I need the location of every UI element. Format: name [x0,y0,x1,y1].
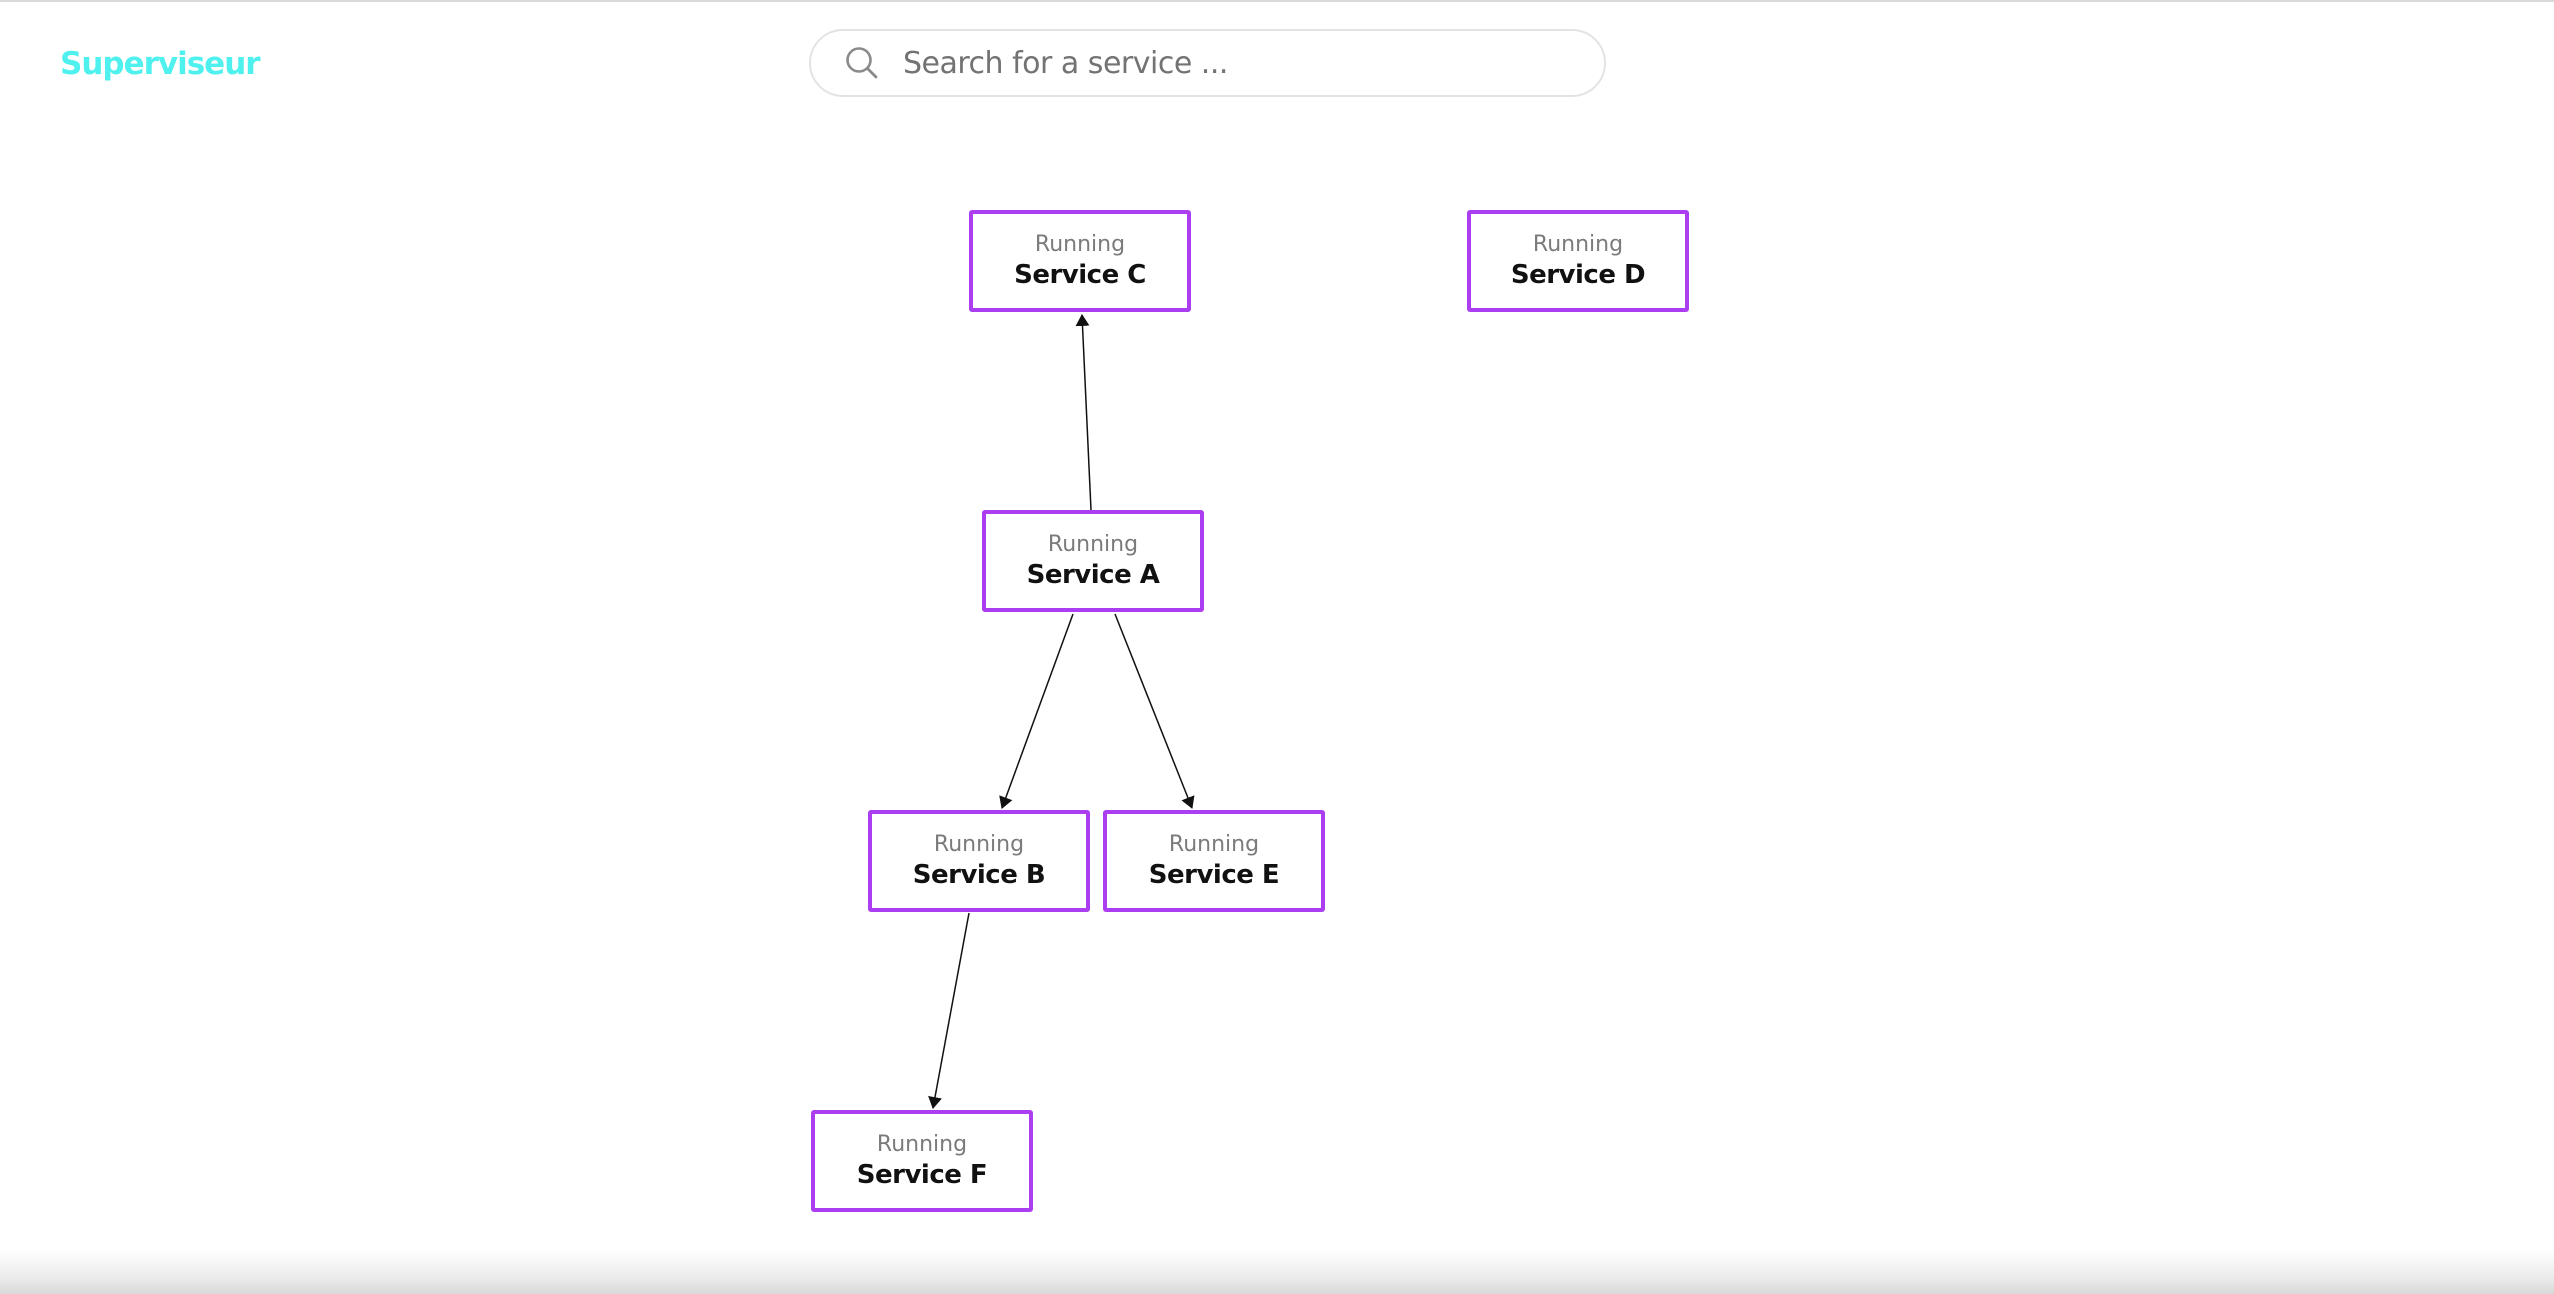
node-status: Running [1532,232,1624,257]
node-name: Service F [856,1160,988,1190]
edge-b-to-f [928,912,970,1109]
search-input[interactable] [903,33,1574,93]
service-node-c[interactable]: Running Service C [969,210,1191,312]
service-node-d[interactable]: Running Service D [1467,210,1689,312]
service-node-b[interactable]: Running Service B [868,810,1090,912]
service-node-a[interactable]: Running Service A [982,510,1204,612]
brand-logo[interactable]: Superviseur [60,46,261,82]
node-name: Service D [1510,260,1646,290]
edge-a-to-e [1114,613,1195,809]
node-name: Service B [912,860,1046,890]
search-icon [846,47,878,79]
edge-a-to-b [999,613,1074,809]
edge-a-to-c [1075,314,1092,511]
node-status: Running [1047,532,1139,557]
node-status: Running [933,832,1025,857]
search-bar[interactable] [809,29,1606,97]
node-name: Service C [1014,260,1146,290]
node-name: Service A [1026,560,1160,590]
node-status: Running [1034,232,1126,257]
node-name: Service E [1148,860,1280,890]
service-node-f[interactable]: Running Service F [811,1110,1033,1212]
node-status: Running [876,1132,968,1157]
node-status: Running [1168,832,1260,857]
service-node-e[interactable]: Running Service E [1103,810,1325,912]
